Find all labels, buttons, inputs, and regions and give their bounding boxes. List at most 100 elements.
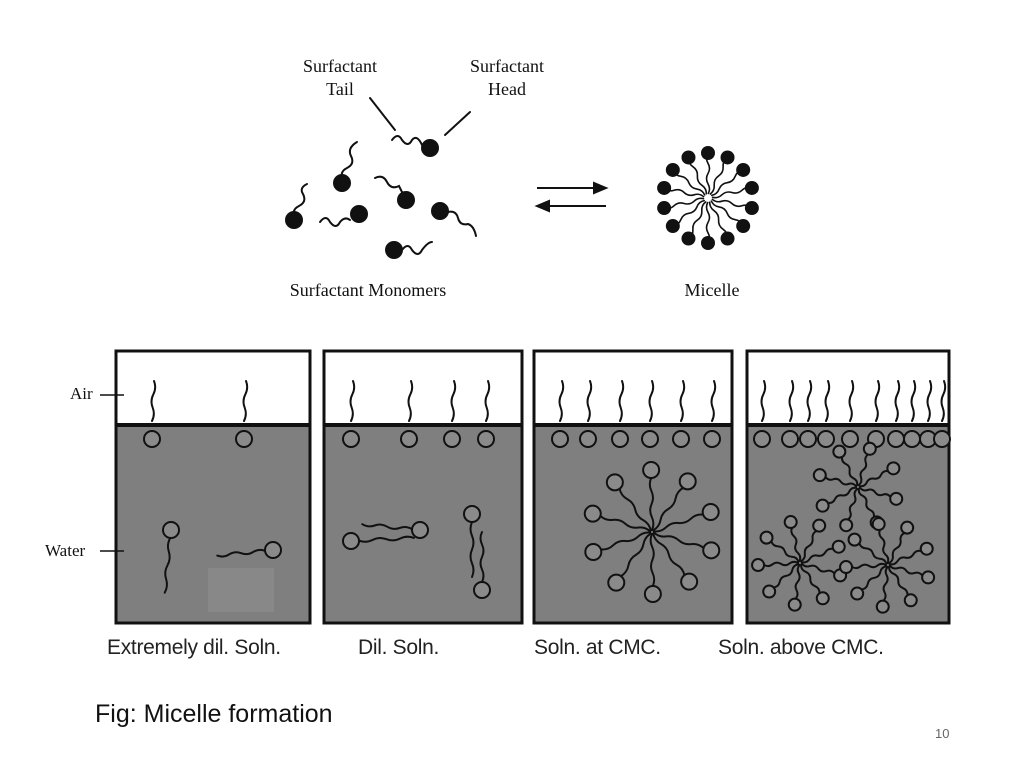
surface-monomer-tail: [407, 380, 414, 422]
micelle-head: [862, 441, 877, 456]
micelle-head: [900, 520, 915, 535]
micelle-head: [839, 560, 854, 575]
micelle-tail: [847, 487, 859, 521]
micelle-head: [903, 593, 918, 608]
micelle-tail: [860, 565, 888, 591]
micelle-tail: [652, 532, 686, 577]
head-pointer-line: [444, 111, 471, 136]
micelle-head: [850, 586, 865, 601]
micelle-tail: [709, 156, 728, 196]
figure-caption: Fig: Micelle formation: [95, 700, 333, 728]
micelle-head: [787, 597, 802, 612]
micelle-tail: [711, 198, 753, 209]
surface-monomer-tail: [788, 380, 795, 422]
free-monomer-tail: [469, 521, 475, 578]
surface-monomer-head: [817, 430, 835, 448]
surface-monomer-tail: [824, 380, 831, 422]
air-region: [747, 351, 949, 425]
micelle-head: [657, 201, 672, 216]
micelle-tail: [882, 566, 889, 602]
micelle-tail: [652, 531, 705, 549]
micelle-tail: [794, 564, 801, 600]
surface-monomer-head: [841, 430, 859, 448]
micelle-head: [736, 219, 751, 234]
micelle-tail: [824, 476, 858, 488]
surfactant-monomers-group: [285, 97, 477, 259]
surface-monomer-tail: [940, 380, 947, 422]
free-monomer-tail: [358, 535, 415, 543]
page-number: 10: [935, 726, 950, 741]
micelle-tail: [857, 487, 876, 519]
air-label: Air: [70, 384, 93, 403]
free-monomer-tail: [163, 537, 172, 594]
micelle-tail: [619, 532, 652, 578]
micelle-tail: [688, 200, 707, 240]
equilibrium-arrows: [534, 181, 609, 213]
surface-monomer-tail: [349, 380, 356, 422]
micelle-tail: [851, 562, 887, 570]
micelle-head: [584, 542, 603, 561]
micelle-tail: [878, 528, 890, 564]
monomer-tail: [340, 141, 358, 181]
surface-monomer-tail: [806, 380, 813, 422]
solution-panel: [114, 349, 312, 625]
micelle-tail: [652, 486, 685, 532]
surface-monomer-head: [887, 430, 905, 448]
micelle-head: [665, 162, 680, 177]
shaded-patch: [208, 568, 274, 612]
micelle-tail: [687, 157, 708, 195]
micelle-tail: [799, 530, 818, 563]
micelle-head: [720, 231, 735, 246]
micelle-head: [643, 584, 662, 603]
micelle-head: [744, 180, 759, 195]
micelle-head: [815, 498, 830, 513]
tail-pointer-line: [369, 97, 396, 131]
panel-border: [322, 349, 524, 625]
micelle-head: [919, 541, 934, 556]
surface-monomer-tail: [679, 380, 686, 422]
surface-monomer-tail: [894, 380, 901, 422]
monomer-head: [285, 211, 303, 229]
surface-monomer-tail: [710, 380, 717, 422]
surface-monomer-tail: [558, 380, 565, 422]
monomer-tail: [319, 217, 351, 227]
air-region: [534, 351, 732, 425]
surface-monomer-tail: [242, 380, 249, 422]
monomer-head: [385, 241, 403, 259]
surface-monomer-tail: [926, 380, 933, 422]
surface-monomer-tail: [484, 380, 491, 422]
surface-monomer-head: [477, 430, 495, 448]
monomer-head: [431, 202, 449, 220]
free-monomer-head: [463, 505, 481, 523]
monomer-head: [333, 174, 351, 192]
micelle-head: [921, 570, 936, 585]
micelle-tail: [705, 152, 711, 195]
micelle-head: [720, 150, 735, 165]
micelle-tail: [618, 487, 652, 532]
micelle-head: [815, 591, 830, 606]
micelle-tail: [800, 547, 835, 564]
micelle-tail: [649, 533, 656, 587]
free-monomer-tail: [216, 548, 266, 558]
surface-monomer-tail: [150, 380, 157, 422]
panel-caption-dilute: Dil. Soln.: [358, 636, 440, 659]
monomer-head: [421, 139, 439, 157]
micelle-tail: [710, 200, 744, 227]
surface-monomer-head: [672, 430, 690, 448]
water-label: Water: [45, 541, 86, 560]
micelle-head: [678, 472, 697, 491]
micelle-tail: [858, 542, 888, 565]
micelle-tail: [790, 526, 802, 562]
micelle-tail: [858, 469, 890, 488]
surface-monomer-head: [799, 430, 817, 448]
micelle-tail: [888, 564, 924, 577]
solution-panel: [532, 349, 734, 625]
micelle-head: [607, 573, 626, 592]
panel-border: [745, 349, 951, 625]
micelle-head: [657, 180, 672, 195]
micelle-tail: [858, 486, 892, 498]
water-region: [534, 425, 732, 623]
free-monomer-head: [342, 532, 360, 550]
surface-monomer-head: [933, 430, 951, 448]
